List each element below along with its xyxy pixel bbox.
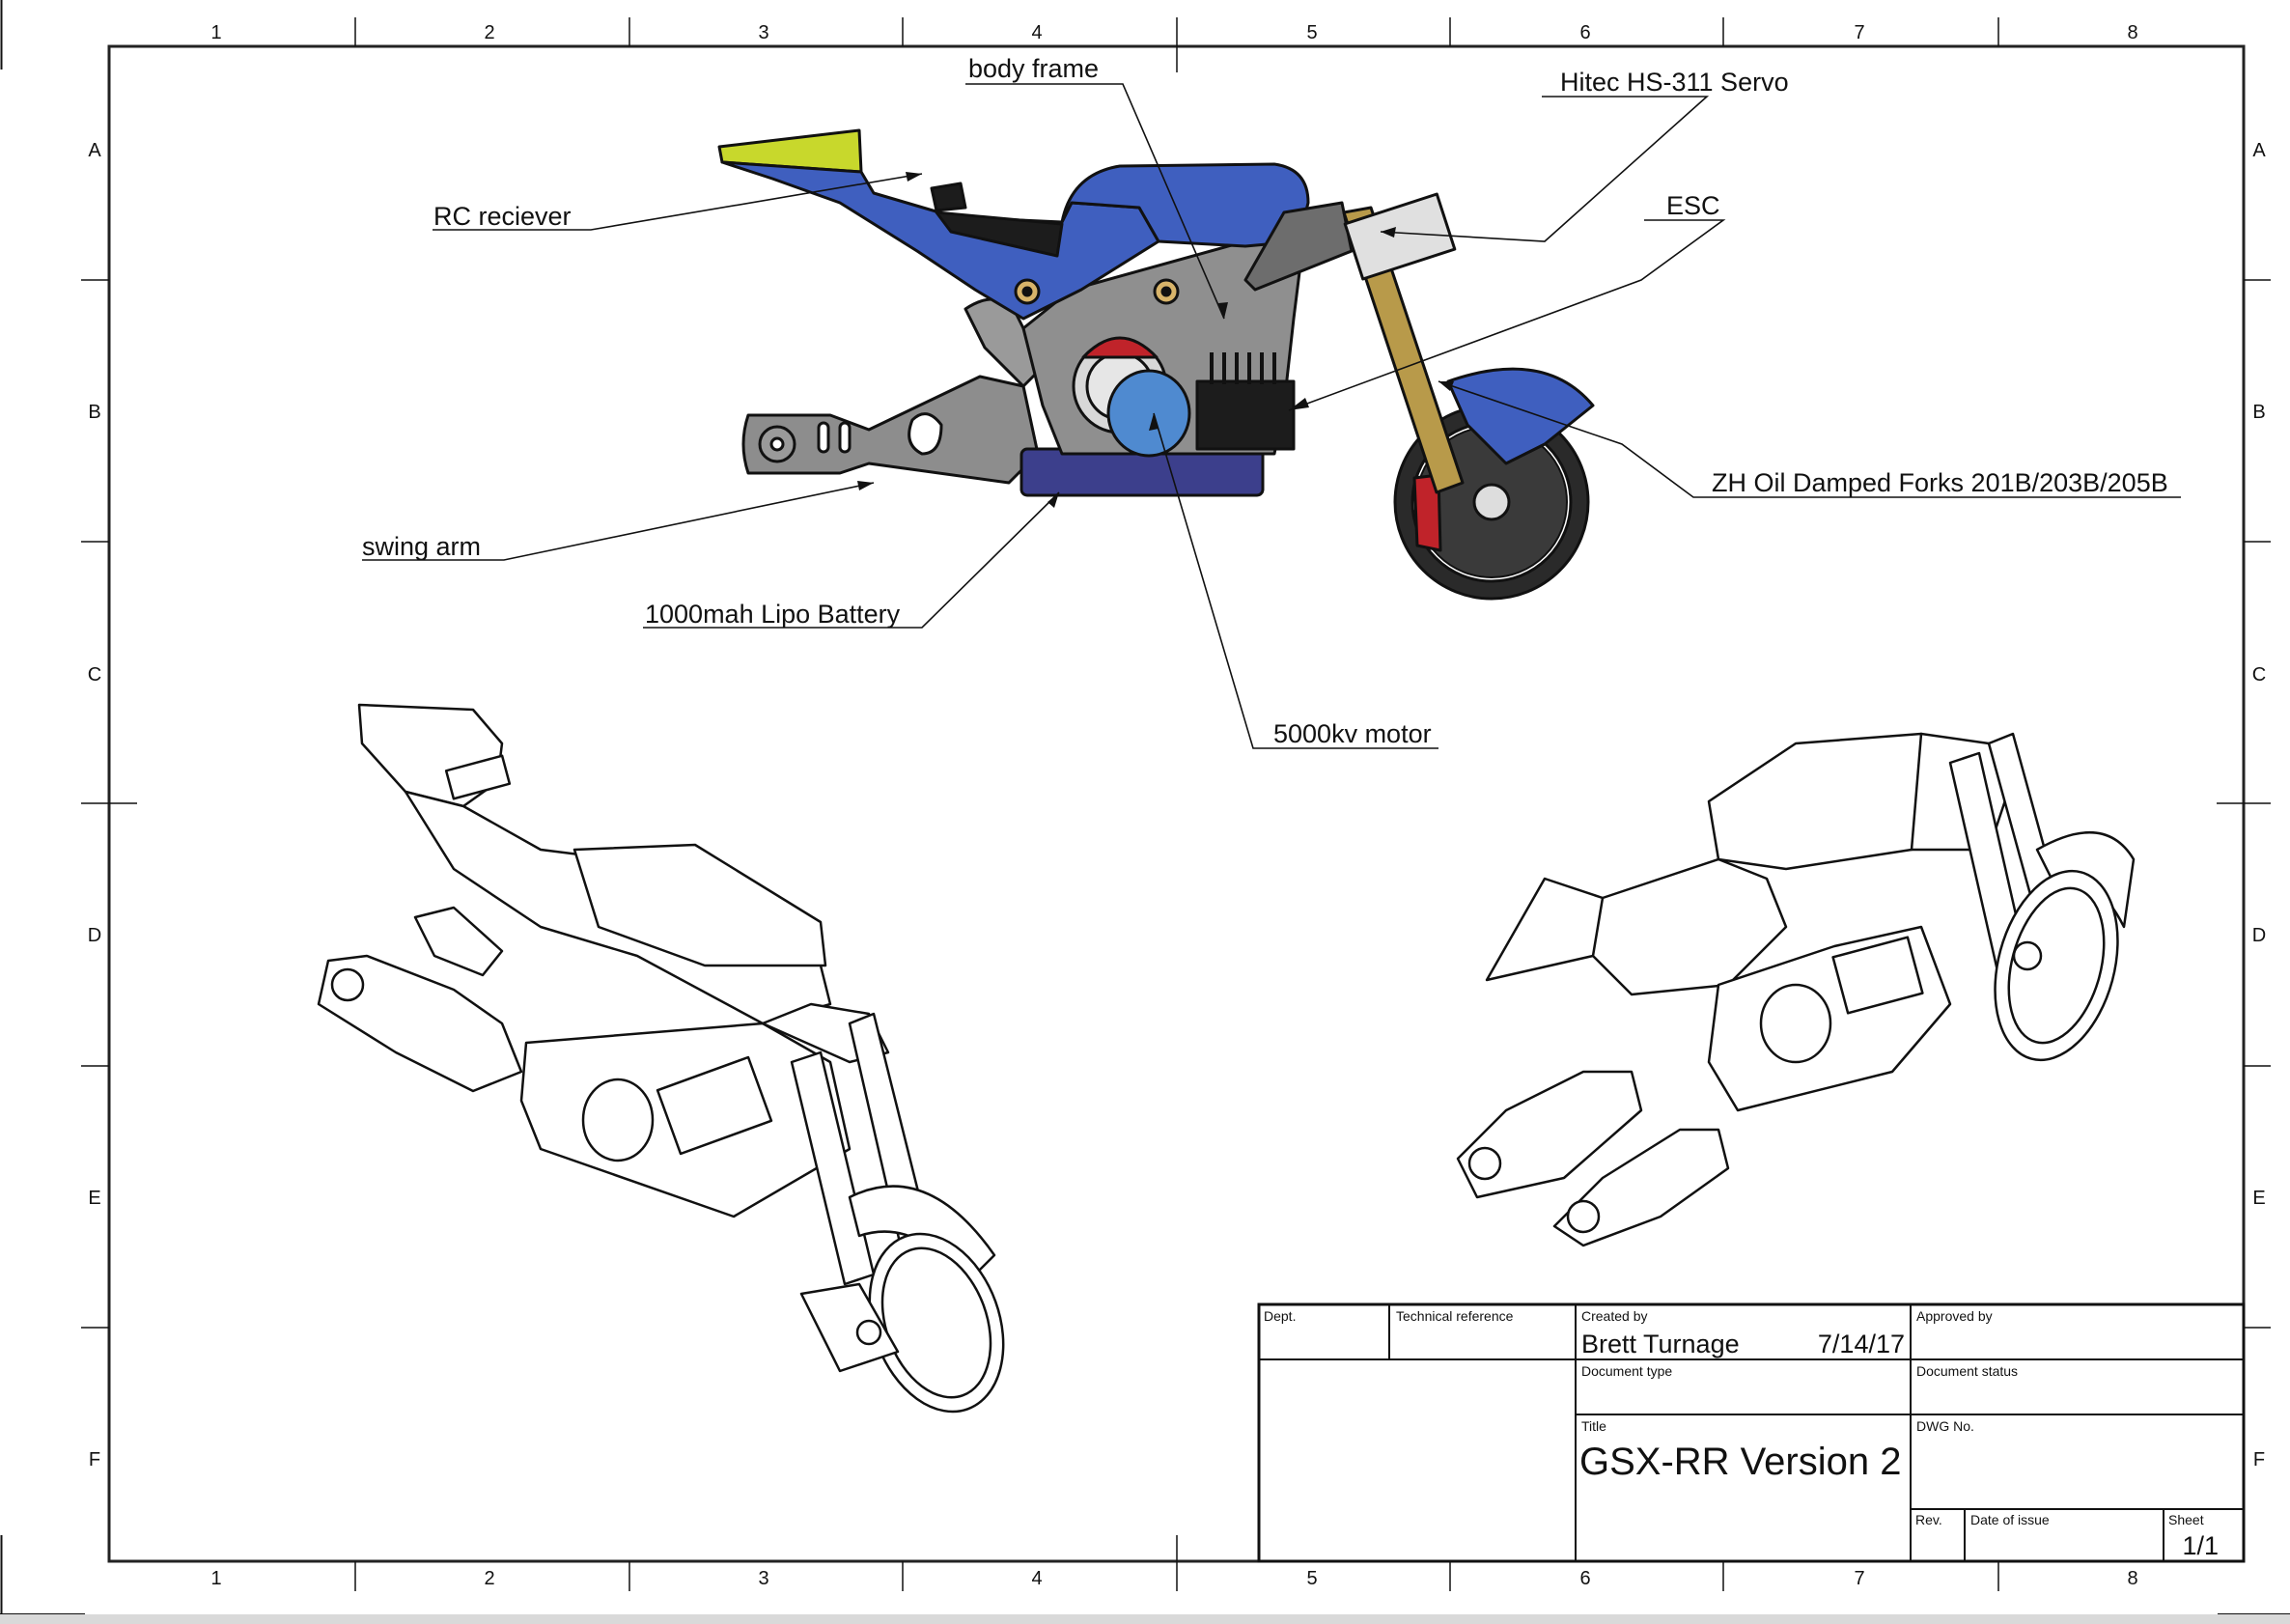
side-view-render: [717, 128, 1595, 601]
column-label: 4: [1031, 1568, 1042, 1589]
column-labels-bottom: 1 2 3 4 5 6 7 8: [210, 1568, 2137, 1589]
dwg-no-label: DWG No.: [1916, 1418, 1974, 1434]
column-label: 5: [1306, 1568, 1317, 1589]
row-labels-right: A B C D E F: [2252, 140, 2267, 1470]
row-label: D: [2252, 925, 2266, 946]
callouts: [362, 83, 2181, 749]
title-block: Dept. Technical reference Created by Bre…: [1257, 1302, 2246, 1563]
column-label: 8: [2127, 22, 2137, 43]
column-label: 6: [1579, 22, 1590, 43]
created-date: 7/14/17: [1818, 1330, 1905, 1358]
fork-part: [1342, 206, 1465, 494]
sheet-value: 1/1: [2182, 1531, 2219, 1560]
column-label: 3: [758, 22, 768, 43]
callout-rc-receiver: RC reciever: [433, 202, 572, 231]
isometric-view-left: [317, 703, 1005, 1414]
created-by-value: Brett Turnage: [1581, 1330, 1740, 1358]
row-labels-left: A B C D E F: [88, 140, 102, 1470]
date-of-issue-label: Date of issue: [1970, 1512, 2050, 1527]
swing-arm-part: [741, 375, 1040, 485]
doc-type-label: Document type: [1581, 1363, 1672, 1379]
tech-ref-label: Technical reference: [1396, 1308, 1514, 1324]
row-label: C: [2252, 664, 2266, 686]
drawing-title: GSX-RR Version 2: [1579, 1441, 1901, 1483]
callout-forks: ZH Oil Damped Forks 201B/203B/205B: [1712, 468, 2168, 497]
row-label: C: [88, 664, 101, 686]
callout-arrowheads: [857, 172, 1454, 508]
column-label: 5: [1306, 22, 1317, 43]
row-label: B: [88, 402, 100, 423]
column-label: 2: [484, 22, 494, 43]
column-label: 2: [484, 1568, 494, 1589]
front-fender: [1446, 367, 1595, 465]
row-label: A: [88, 140, 101, 161]
viewer-bottom-edge: [0, 1614, 2290, 1624]
motor-part: [1106, 369, 1191, 458]
column-label: 4: [1031, 22, 1042, 43]
callout-battery: 1000mah Lipo Battery: [645, 600, 901, 629]
row-label: D: [88, 925, 101, 946]
row-label: A: [2252, 140, 2266, 161]
column-label: 1: [210, 1568, 221, 1589]
row-label: F: [2253, 1449, 2265, 1470]
column-labels-top: 1 2 3 4 5 6 7 8: [210, 22, 2137, 43]
callout-servo: Hitec HS-311 Servo: [1560, 68, 1789, 97]
row-label: E: [88, 1188, 100, 1209]
doc-status-label: Document status: [1916, 1363, 2018, 1379]
column-label: 7: [1854, 1568, 1864, 1589]
column-label: 1: [210, 22, 221, 43]
callout-motor: 5000kv motor: [1273, 719, 1432, 748]
column-label: 6: [1579, 1568, 1590, 1589]
created-by-label: Created by: [1581, 1308, 1647, 1324]
dept-label: Dept.: [1264, 1308, 1296, 1324]
callout-swing-arm: swing arm: [362, 532, 481, 561]
approved-by-label: Approved by: [1916, 1308, 1993, 1324]
callout-body-frame: body frame: [968, 54, 1099, 83]
title-label: Title: [1581, 1418, 1606, 1434]
sheet-label: Sheet: [2168, 1512, 2204, 1527]
rev-label: Rev.: [1915, 1512, 1942, 1527]
row-ticks: [81, 279, 2271, 1329]
isometric-view-right: [1456, 732, 2136, 1247]
column-ticks: [354, 17, 1999, 1591]
esc-part: [1195, 379, 1296, 451]
callout-esc: ESC: [1666, 191, 1720, 220]
row-label: F: [89, 1449, 100, 1470]
column-label: 8: [2127, 1568, 2137, 1589]
column-label: 3: [758, 1568, 768, 1589]
row-label: B: [2252, 402, 2265, 423]
row-label: E: [2252, 1188, 2265, 1209]
column-label: 7: [1854, 22, 1864, 43]
